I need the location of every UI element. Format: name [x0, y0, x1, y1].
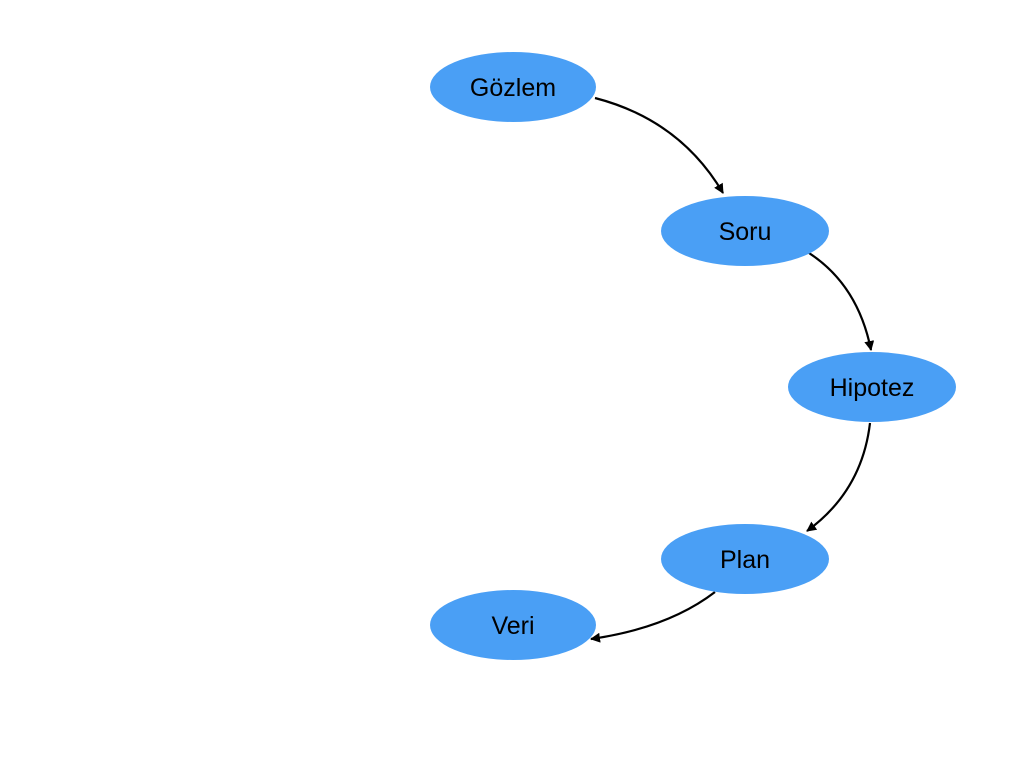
node-gozlem[interactable]: Gözlem	[430, 52, 596, 122]
edge-gozlem-to-soru	[594, 96, 724, 194]
node-gozlem-label: Gözlem	[470, 74, 556, 102]
node-plan-shape	[661, 524, 829, 594]
edge-plan-to-veri	[590, 591, 716, 643]
edge-soru-to-hipotez	[808, 252, 875, 351]
node-soru[interactable]: Soru	[661, 196, 829, 266]
node-hipotez-label: Hipotez	[830, 374, 915, 402]
edge-hipotez-to-plan	[806, 422, 872, 532]
node-veri[interactable]: Veri	[430, 590, 596, 660]
node-plan-label: Plan	[720, 546, 770, 574]
node-soru-shape	[661, 196, 829, 266]
node-plan[interactable]: Plan	[661, 524, 829, 594]
node-hipotez[interactable]: Hipotez	[788, 352, 956, 422]
node-hipotez-shape	[788, 352, 956, 422]
node-soru-label: Soru	[719, 218, 772, 246]
node-veri-shape	[430, 590, 596, 660]
node-gozlem-shape	[430, 52, 596, 122]
node-veri-label: Veri	[491, 612, 534, 640]
